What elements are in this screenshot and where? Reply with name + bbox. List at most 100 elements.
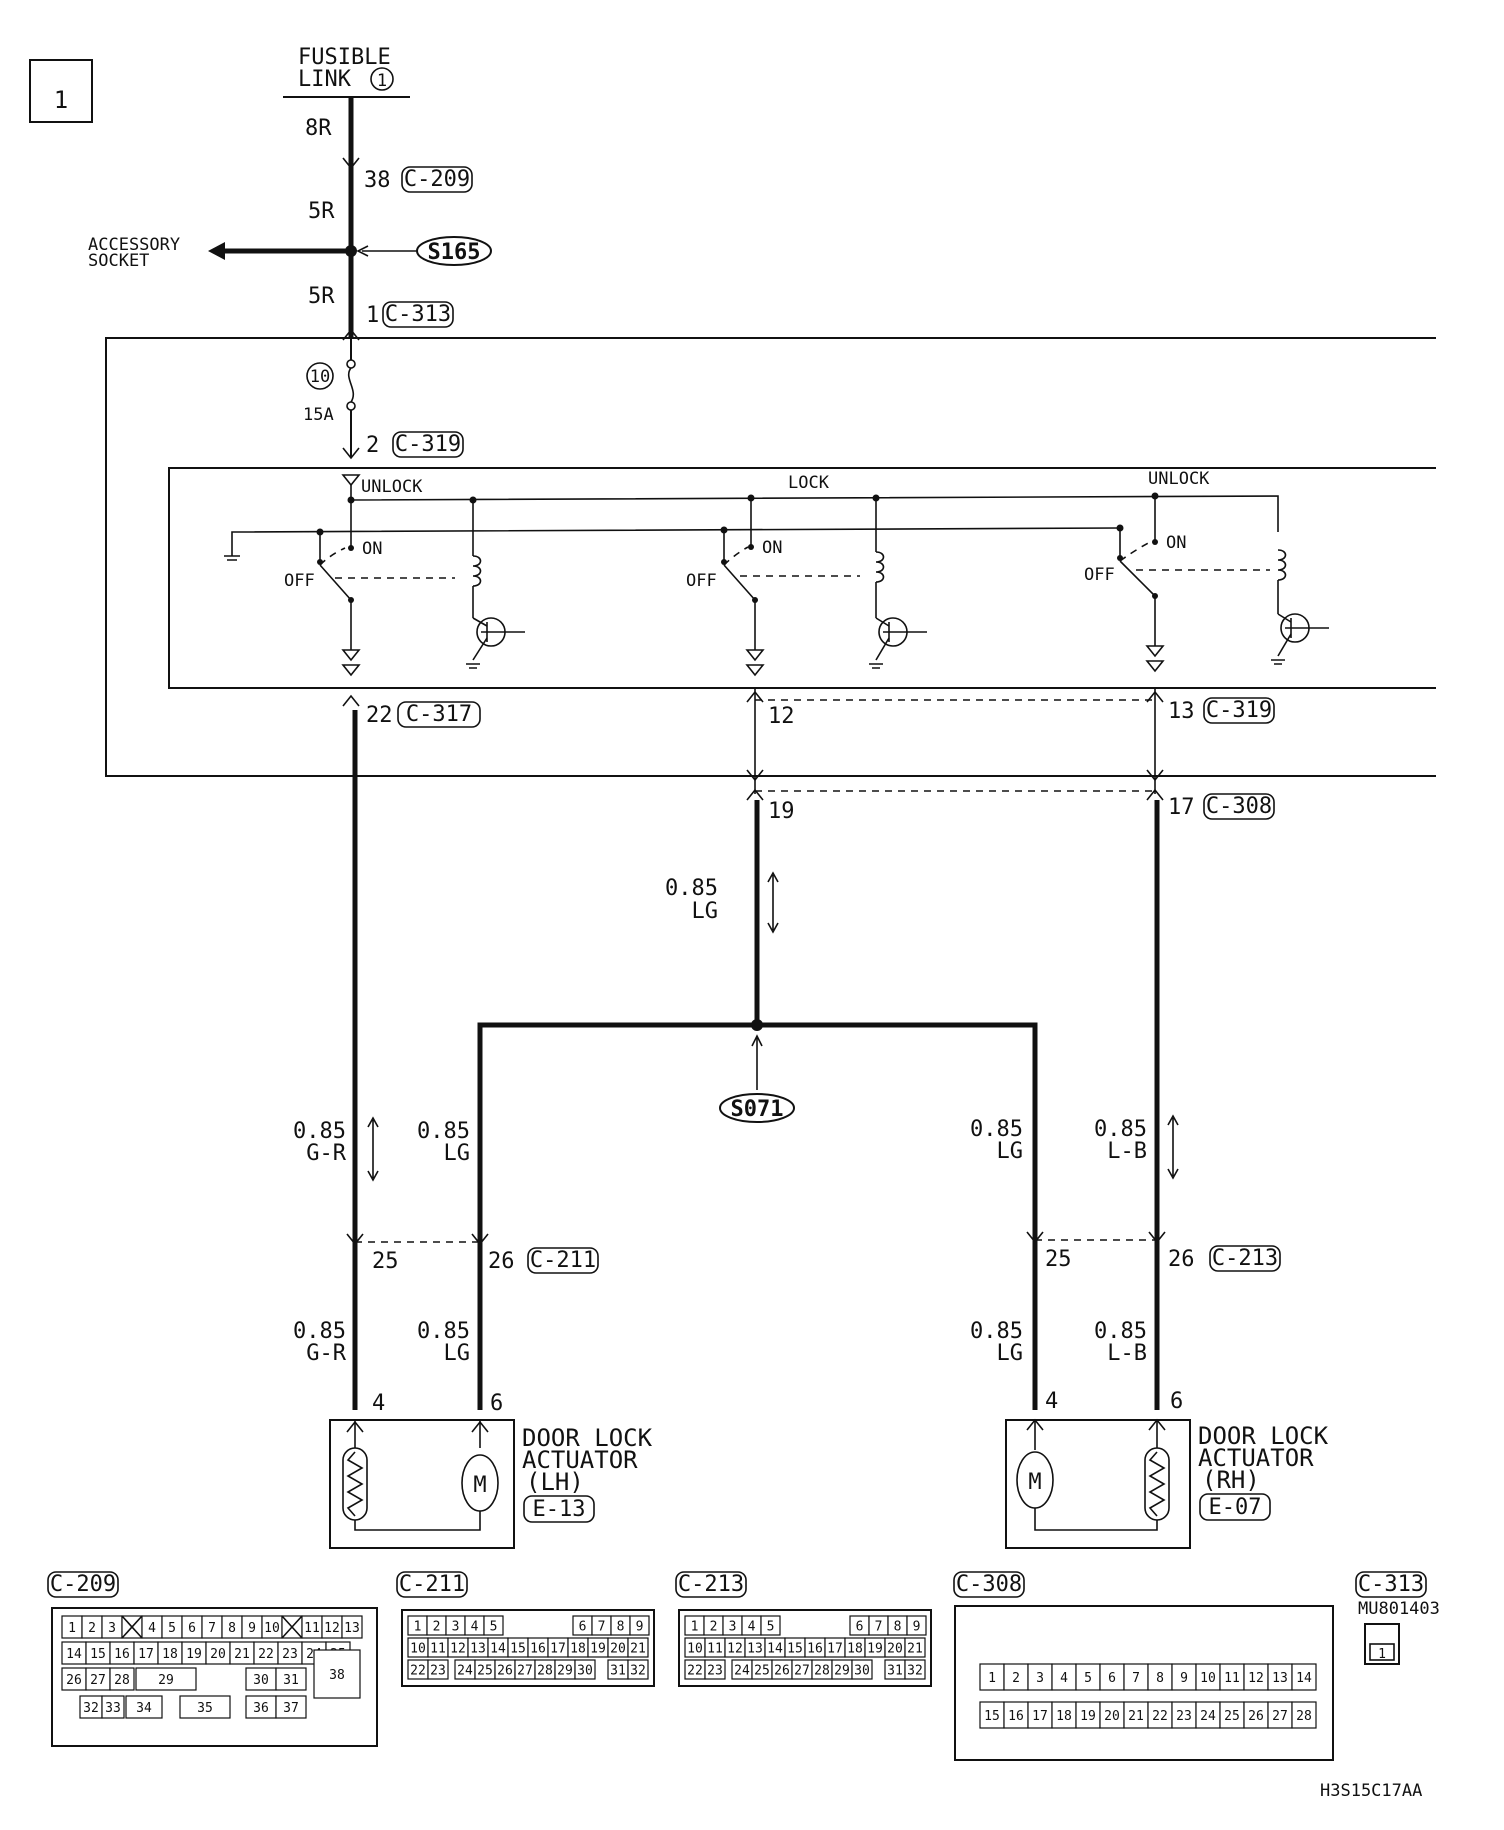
connector-pin-cell	[760, 1615, 781, 1636]
connector-pin-number: 25	[1224, 1709, 1240, 1724]
connector-pin-number: 27	[90, 1673, 106, 1688]
lg-color-lower-lh: LG	[444, 1341, 471, 1366]
connector-pin-number: 27	[794, 1664, 810, 1679]
connector-pin-cell	[125, 1695, 163, 1719]
pin-6-lh: 6	[490, 1391, 503, 1416]
connector-pin-cell	[704, 1659, 726, 1680]
connector-pin-number: 11	[707, 1642, 723, 1657]
connector-pin-cell	[109, 1667, 135, 1691]
connector-pin-number: 11	[304, 1621, 320, 1636]
connector-pin-number: 22	[1152, 1709, 1168, 1724]
connector-pin-cell	[851, 1659, 873, 1680]
connector-pin-number: 15	[90, 1647, 106, 1662]
conn-e13: E-13	[533, 1497, 586, 1522]
connector-pin-number: 20	[887, 1642, 903, 1657]
connector-pin-number: 37	[283, 1701, 299, 1716]
label-off-2: OFF	[686, 571, 717, 591]
connector-pin-cell	[1147, 1663, 1173, 1691]
pin-26-lh: 26	[488, 1249, 515, 1274]
pin-17: 17	[1168, 795, 1195, 820]
connector-pin-number: 5	[767, 1620, 775, 1635]
connector-pin-number: 26	[497, 1664, 513, 1679]
lb-size-lower: 0.85	[1094, 1319, 1147, 1344]
connector-pin-number: 7	[598, 1620, 606, 1635]
connector-pin-number: 15	[510, 1642, 526, 1657]
conn-c319-top: C-319	[395, 432, 461, 457]
connector-pin-number: 21	[907, 1642, 923, 1657]
conn-c209: C-209	[404, 167, 470, 192]
connector-pin-number: 2	[710, 1620, 718, 1635]
connector-pin-number: 3	[1036, 1671, 1044, 1686]
connector-pin-number: 5	[1084, 1671, 1092, 1686]
junction-block-outline	[105, 337, 1436, 777]
connector-pin-cell	[135, 1667, 197, 1691]
label-on-3: ON	[1166, 533, 1186, 553]
connector-pin-cell	[275, 1695, 307, 1719]
connector-pin-number: 29	[158, 1673, 174, 1688]
connector-pin-cell	[1291, 1701, 1317, 1729]
connector-pin-number: 16	[530, 1642, 546, 1657]
actuator-rh-line1: DOOR LOCK	[1198, 1422, 1329, 1450]
connector-pin-cell	[1123, 1663, 1149, 1691]
gr-size-upper: 0.85	[293, 1119, 346, 1144]
connector-pin-number: 8	[617, 1620, 625, 1635]
connector-pin-number: 5	[168, 1621, 176, 1636]
connector-pin-number: 3	[108, 1621, 116, 1636]
conn-c211: C-211	[530, 1248, 596, 1273]
connector-pin-number: 8	[1156, 1671, 1164, 1686]
connector-pin-number: 17	[1032, 1709, 1048, 1724]
connector-pin-number: 7	[1132, 1671, 1140, 1686]
connector-pin-number: 8	[228, 1621, 236, 1636]
pin-12: 12	[768, 704, 795, 729]
label-on-2: ON	[762, 538, 782, 558]
view-c313-label: C-313	[1358, 1572, 1424, 1597]
connector-pin-number: 25	[754, 1664, 770, 1679]
conn-c317: C-317	[406, 702, 472, 727]
fuse-rating: 15A	[303, 405, 334, 425]
connector-pin-number: 14	[66, 1647, 82, 1662]
lg-color-upper-rh: LG	[997, 1139, 1024, 1164]
connector-pin-number: 13	[344, 1621, 360, 1636]
lg-color-main: LG	[692, 899, 719, 924]
view-c313-face	[1364, 1623, 1400, 1665]
lg-size-upper-lh: 0.85	[417, 1119, 470, 1144]
connector-pin-number: 30	[577, 1664, 593, 1679]
connector-pin-number: 3	[452, 1620, 460, 1635]
connector-pin-number: 26	[66, 1673, 82, 1688]
connector-pin-number: 6	[1108, 1671, 1116, 1686]
connector-pin-number: 2	[433, 1620, 441, 1635]
connector-pin-number: 4	[471, 1620, 479, 1635]
connector-pin-number: 35	[197, 1701, 213, 1716]
view-c313-part: MU801403	[1358, 1599, 1440, 1619]
view-c313-pin: 1	[1378, 1647, 1386, 1662]
connector-pin-number: 32	[907, 1664, 923, 1679]
lg-size-upper-rh: 0.85	[970, 1117, 1023, 1142]
connector-pin-number: 4	[748, 1620, 756, 1635]
actuator-rh-line2: ACTUATOR	[1198, 1444, 1314, 1472]
lg-color-upper-lh: LG	[444, 1141, 471, 1166]
relay-2: ON OFF	[686, 498, 927, 677]
connector-pin-number: 1	[414, 1620, 422, 1635]
actuator-rh-line3: (RH)	[1202, 1466, 1260, 1494]
connector-pin-number: 18	[847, 1642, 863, 1657]
pin-4-lh: 4	[372, 1391, 385, 1416]
conn-c213: C-213	[1212, 1246, 1278, 1271]
lb-size-upper: 0.85	[1094, 1117, 1147, 1142]
connector-pin-cell	[1195, 1663, 1221, 1691]
connector-pin-number: 22	[258, 1647, 274, 1662]
connector-pin-number: 17	[138, 1647, 154, 1662]
view-c308-face	[954, 1605, 1334, 1761]
connector-pin-number: 20	[610, 1642, 626, 1657]
pin-22: 22	[366, 703, 393, 728]
connector-pin-cell	[1147, 1701, 1173, 1729]
connector-pin-number: 31	[887, 1664, 903, 1679]
view-c308-label: C-308	[956, 1572, 1022, 1597]
connector-pin-number: 16	[1008, 1709, 1024, 1724]
pin-13: 13	[1168, 699, 1195, 724]
connector-pin-number: 7	[208, 1621, 216, 1636]
connector-pin-cell	[1099, 1663, 1125, 1691]
connector-pin-number: 8	[894, 1620, 902, 1635]
connector-pin-number: 38	[329, 1668, 345, 1683]
